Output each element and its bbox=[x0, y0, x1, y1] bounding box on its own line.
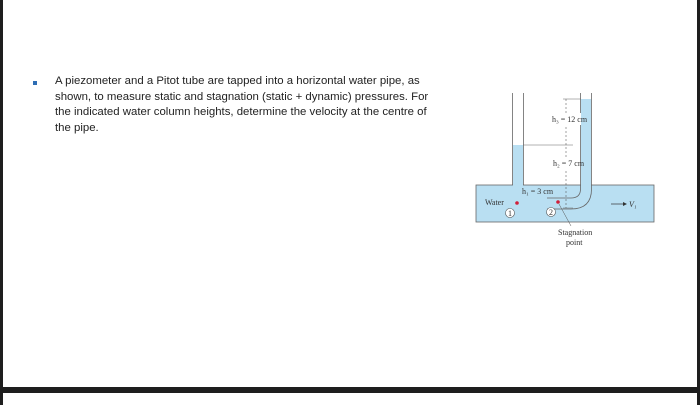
bullet-item: A piezometer and a Pitot tube are tapped… bbox=[33, 74, 443, 136]
problem-text: A piezometer and a Pitot tube are tapped… bbox=[55, 75, 429, 134]
pitot-tube-diagram: h₃ = 12 cm h₂ = 7 cm h₁ = 3 cm Water 1 2… bbox=[475, 93, 655, 247]
h3-label: h₃ = 12 cm bbox=[552, 115, 588, 124]
point-1-marker bbox=[515, 201, 519, 205]
h1-label: h₁ = 3 cm bbox=[522, 187, 554, 196]
point-1-label: 1 bbox=[508, 209, 512, 218]
slide: A piezometer and a Pitot tube are tapped… bbox=[3, 0, 697, 387]
next-slide-preview[interactable] bbox=[3, 393, 697, 405]
point-2-marker bbox=[556, 200, 560, 204]
velocity-label: V₁ bbox=[629, 200, 637, 209]
h2-label: h₂ = 7 cm bbox=[553, 159, 585, 168]
point-2-label: 2 bbox=[549, 208, 553, 217]
bullet-icon bbox=[33, 81, 37, 85]
water-label: Water bbox=[485, 198, 504, 207]
stagnation-label: Stagnation bbox=[558, 228, 592, 237]
stagnation-label-2: point bbox=[566, 238, 583, 247]
